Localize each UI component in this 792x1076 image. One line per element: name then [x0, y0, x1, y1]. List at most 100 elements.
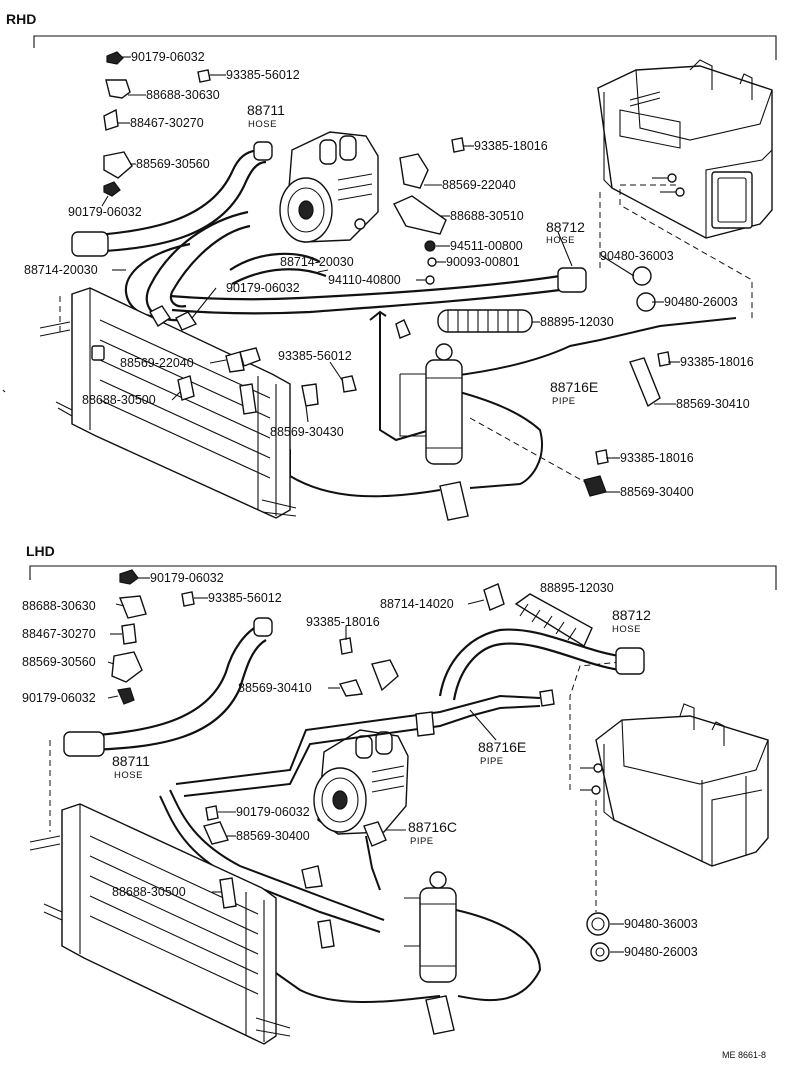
rhd-hose-88712-a — [169, 274, 561, 301]
rhd-leaders — [101, 56, 680, 493]
lhd-label-88569-30410: 88569-30410 — [238, 681, 312, 695]
lhd-hose-end-fitting — [63, 731, 105, 757]
lhd-label-88712-hose: HOSE — [612, 624, 641, 635]
rhd-label-93385-56012-b: 93385-56012 — [278, 349, 352, 363]
lhd-pipe-88716E-a — [175, 694, 541, 785]
rhd-labels: 90179-06032 93385-56012 88688-30630 8871… — [24, 50, 754, 499]
lhd-hose-88712-b — [452, 642, 621, 701]
lhd-label-90480-36003: 90480-36003 — [624, 917, 698, 931]
rhd-label-90480-26003: 90480-26003 — [664, 295, 738, 309]
figure-reference-code: ME 8661-8 — [722, 1050, 766, 1060]
rhd-label-88688-30510: 88688-30510 — [450, 209, 524, 223]
rhd-label-88569-22040-a: 88569-22040 — [442, 178, 516, 192]
rhd-hose-mid-b — [231, 268, 327, 285]
lhd-dashed-evap — [569, 659, 641, 790]
rhd-hose-88714-b — [169, 224, 251, 308]
rhd-hose-88714-a — [145, 210, 249, 322]
lhd-label-88716C-pipe: PIPE — [410, 836, 434, 847]
rhd-dashed-leader-evap — [619, 184, 753, 322]
lhd-label-88716C: 88716C — [408, 819, 457, 835]
rhd-hose-88712-b — [171, 288, 561, 315]
lhd-label-88688-30630: 88688-30630 — [22, 599, 96, 613]
rhd-label-90480-36003: 90480-36003 — [600, 249, 674, 263]
rhd-label-93385-18016-a: 93385-18016 — [474, 139, 548, 153]
rhd-label-88714-20030-a: 88714-20030 — [280, 255, 354, 269]
rhd-label-90179-06032-b: 90179-06032 — [68, 205, 142, 219]
lhd-hose-88711-a — [83, 622, 263, 738]
lhd-labels: 90179-06032 88688-30630 93385-56012 8871… — [22, 571, 698, 959]
lhd-pipe-lower-a — [169, 789, 385, 921]
rhd-section-bracket — [33, 35, 777, 60]
rhd-hose-mid-a — [229, 252, 321, 271]
rhd-label-93385-56012-a: 93385-56012 — [226, 68, 300, 82]
lhd-label-90179-06032-a: 90179-06032 — [150, 571, 224, 585]
rhd-label-88716E-pipe: PIPE — [552, 396, 576, 407]
lhd-receiver-dryer — [404, 871, 457, 983]
rhd-label-88895-12030: 88895-12030 — [540, 315, 614, 329]
rhd-label-88688-30500: 88688-30500 — [82, 393, 156, 407]
rhd-label-88467-30270: 88467-30270 — [130, 116, 204, 130]
lhd-label-88895-12030: 88895-12030 — [540, 581, 614, 595]
rhd-label-93385-18016-b: 93385-18016 — [680, 355, 754, 369]
lhd-insulator-88895 — [514, 593, 593, 648]
lhd-hose-88712-a — [438, 628, 621, 697]
rhd-hose-end-fitting — [71, 231, 109, 257]
lhd-label-88467-30270: 88467-30270 — [22, 627, 96, 641]
lhd-compressor — [313, 729, 409, 835]
lhd-pipe-88716C — [365, 835, 381, 891]
rhd-hose-88711-a — [81, 148, 263, 238]
rhd-label-88716E: 88716E — [550, 379, 598, 395]
lhd-label-88716E-pipe: PIPE — [480, 756, 504, 767]
rhd-label-88711-hose: HOSE — [248, 119, 277, 130]
rhd-label-93385-18016-c: 93385-18016 — [620, 451, 694, 465]
rhd-dashed-bracket — [469, 417, 593, 487]
lhd-condenser — [29, 803, 291, 1045]
rhd-section-title: RHD — [6, 11, 36, 27]
rhd-label-88569-30410: 88569-30410 — [676, 397, 750, 411]
lhd-section-bracket — [29, 565, 777, 590]
rhd-label-88688-30630: 88688-30630 — [146, 88, 220, 102]
rhd-pipe-a — [369, 310, 431, 442]
rhd-small-parts — [103, 51, 671, 521]
lhd-label-90179-06032-c: 90179-06032 — [236, 805, 310, 819]
rhd-label-90093-00801: 90093-00801 — [446, 255, 520, 269]
rhd-label-94511-00800: 94511-00800 — [450, 239, 523, 253]
lhd-label-93385-18016: 93385-18016 — [306, 615, 380, 629]
lhd-pipe-88716E-b — [183, 705, 541, 797]
rhd-label-94110-40800: 94110-40800 — [328, 273, 401, 287]
lhd-label-90480-26003: 90480-26003 — [624, 945, 698, 959]
rhd-compressor — [279, 131, 379, 243]
lhd-label-88716E: 88716E — [478, 739, 526, 755]
rhd-label-88569-30430: 88569-30430 — [270, 425, 344, 439]
rhd-label-88711: 88711 — [247, 102, 285, 118]
rhd-receiver-dryer — [399, 343, 463, 465]
rhd-pipe-b — [451, 389, 543, 489]
lhd-small-parts — [111, 569, 610, 1035]
rhd-label-88569-22040-b: 88569-22040 — [120, 356, 194, 370]
lhd-label-90179-06032-b: 90179-06032 — [22, 691, 96, 705]
rhd-insulator-88895 — [437, 309, 533, 333]
rhd-label-88712: 88712 — [546, 219, 585, 235]
lhd-evaporator-unit — [580, 703, 769, 867]
rhd-label-88714-20030-b: 88714-20030 — [24, 263, 98, 277]
rhd-hose-88711-b — [81, 160, 267, 254]
scan-speck — [2, 389, 6, 393]
rhd-label-88712-hose: HOSE — [546, 235, 575, 246]
rhd-condenser — [39, 287, 297, 519]
lhd-label-88712: 88712 — [612, 607, 651, 623]
lhd-hose-88711-b — [85, 639, 267, 752]
rhd-hose-88712-fitting — [557, 267, 587, 293]
rhd-label-88569-30400: 88569-30400 — [620, 485, 694, 499]
lhd-label-88711: 88711 — [112, 753, 150, 769]
rhd-label-90179-06032-c: 90179-06032 — [226, 281, 300, 295]
lhd-hose-88712-fitting — [615, 647, 645, 675]
lhd-hose-top-fitting — [253, 617, 273, 637]
rhd-label-90179-06032-a: 90179-06032 — [131, 50, 205, 64]
lhd-label-88711-hose: HOSE — [114, 770, 143, 781]
rhd-label-88569-30560: 88569-30560 — [136, 157, 210, 171]
rhd-pipe-88716E — [451, 317, 737, 377]
lhd-label-88714-14020: 88714-14020 — [380, 597, 454, 611]
rhd-evaporator-unit — [597, 59, 773, 239]
lhd-pipe-right — [455, 909, 542, 1002]
